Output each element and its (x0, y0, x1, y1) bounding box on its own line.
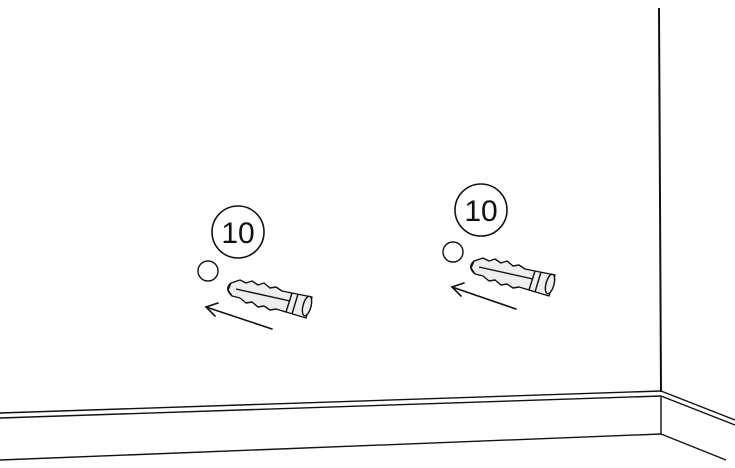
skirting-board-right (660, 390, 735, 461)
skirting-board-left (0, 390, 662, 461)
insertion-arrow-right (450, 282, 517, 310)
callout-circle-right (454, 183, 508, 237)
wall-plug-assembly-left: 10 (197, 205, 313, 330)
callout-number-left: 10 (221, 217, 254, 250)
drill-hole-right (442, 241, 464, 263)
callout-number-right: 10 (464, 195, 497, 228)
insertion-arrow-left (204, 302, 273, 330)
drill-hole-left (197, 260, 219, 282)
wall-corner-line (658, 7, 662, 393)
wall-plug-left (227, 279, 313, 319)
callout-circle-left (211, 205, 265, 259)
wall-plug-assembly-right: 10 (442, 183, 556, 310)
wall-plug-right (470, 257, 556, 297)
